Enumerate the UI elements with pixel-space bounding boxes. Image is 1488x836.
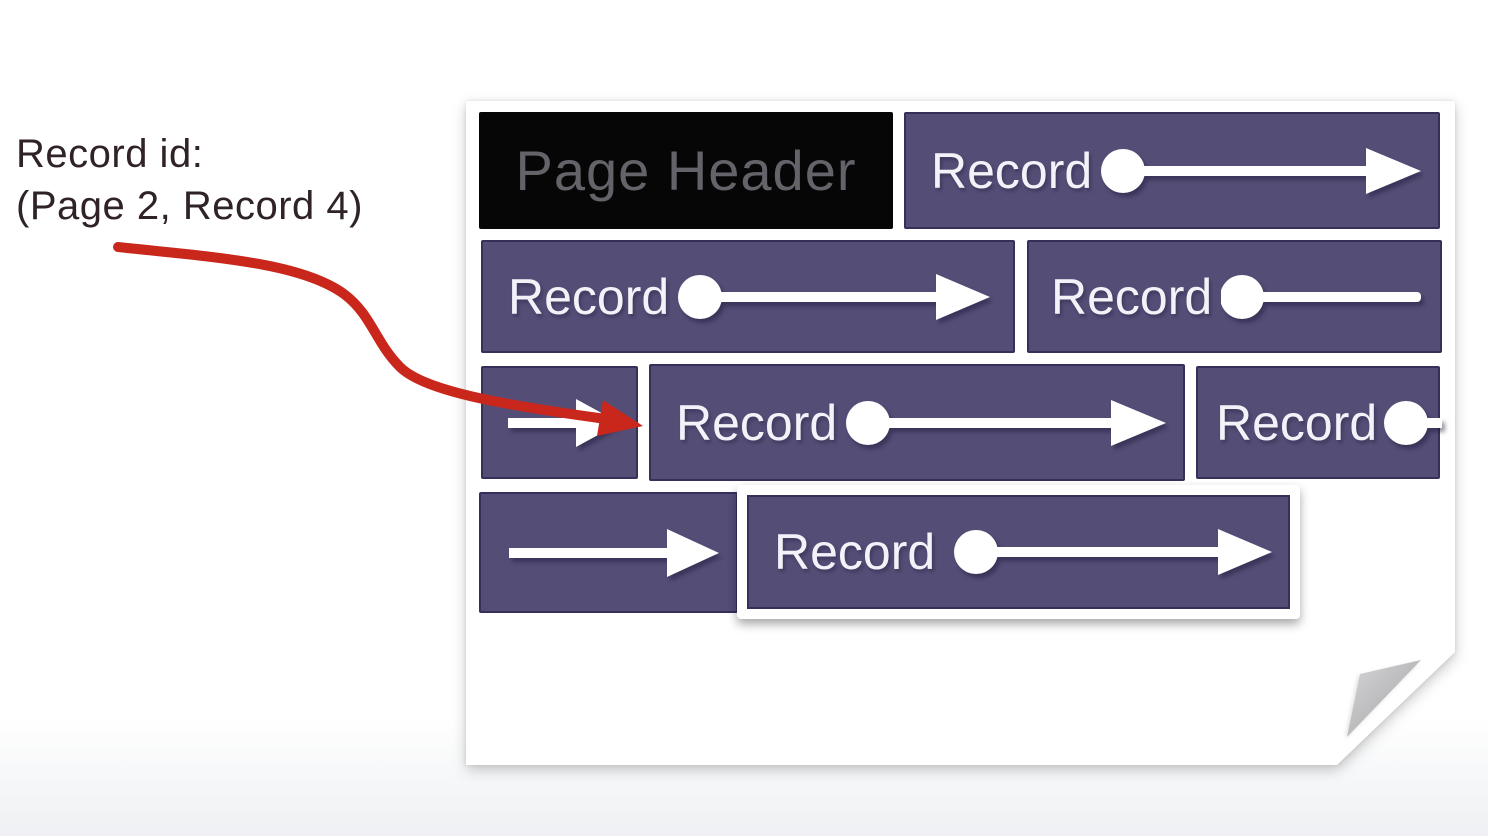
page-curl-icon <box>1347 660 1421 737</box>
record-continuation-arrow-icon <box>508 398 620 447</box>
record-pointer-truncated-icon <box>1221 274 1421 319</box>
record-label: Record <box>1051 268 1213 325</box>
annotation-line-2: (Page 2, Record 4) <box>16 184 363 228</box>
record-pointer-icon <box>846 399 1166 446</box>
record-pointer-icon <box>678 273 990 320</box>
record-continuation-arrow-icon <box>509 528 719 577</box>
record-box-4-target: Record <box>649 364 1185 481</box>
record-pointer-icon <box>1101 147 1421 194</box>
record-continuation-box-2 <box>479 492 738 613</box>
record-label: Record <box>508 268 670 325</box>
record-box-1: Record <box>904 112 1440 229</box>
page-header-box: Page Header <box>479 112 893 229</box>
record-label: Record <box>1216 394 1378 451</box>
record-box-6: Record <box>747 495 1290 609</box>
record-label: Record <box>774 524 936 580</box>
record-id-annotation: Record id: (Page 2, Record 4) <box>16 128 363 232</box>
record-pointer-icon <box>954 529 1272 575</box>
page-header-label: Page Header <box>515 139 857 202</box>
record-box-3: Record <box>1027 240 1442 353</box>
annotation-line-1: Record id: <box>16 132 204 176</box>
record-label: Record <box>931 142 1093 199</box>
record-box-5: Record <box>1196 366 1442 479</box>
database-page: Page Header Record Record <box>466 101 1455 765</box>
record-box-2: Record <box>481 240 1015 353</box>
record-pointer-dot-icon <box>1384 400 1442 445</box>
record-box-6-elevated: Record <box>737 485 1300 619</box>
record-label: Record <box>676 394 838 451</box>
record-continuation-box-1 <box>481 366 638 479</box>
